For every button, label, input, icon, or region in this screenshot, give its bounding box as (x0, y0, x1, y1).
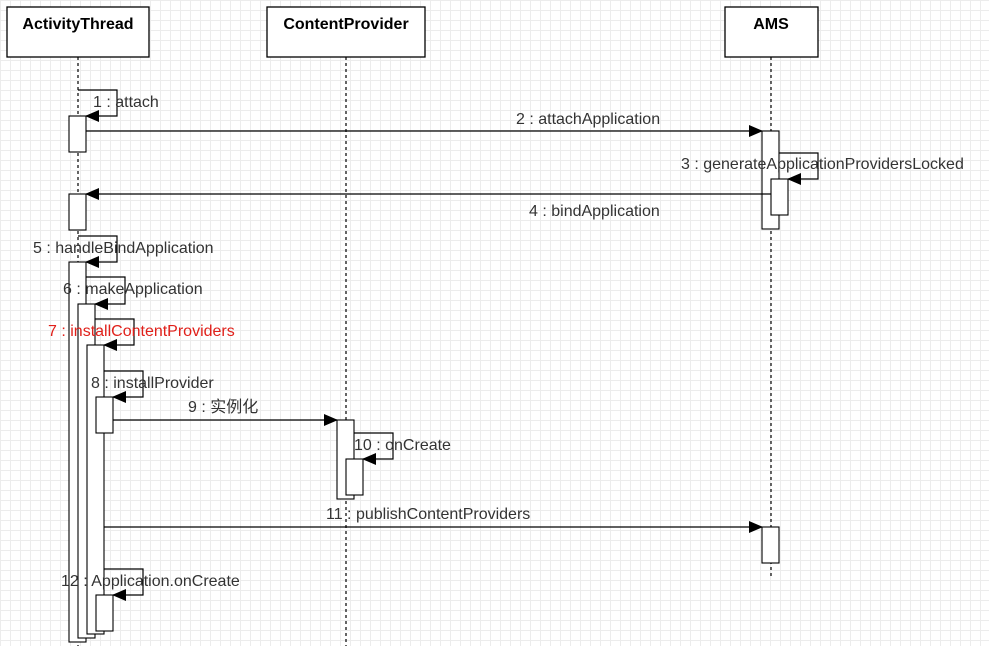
activation-bar[interactable] (770, 178, 789, 216)
message-label-install-content-providers: 7 : installContentProviders (48, 323, 235, 340)
message-arrow-make-application[interactable] (86, 276, 126, 310)
activation-bar[interactable] (95, 594, 114, 632)
lifeline-header-contentprovider[interactable]: ContentProvider (266, 6, 426, 58)
message-arrow-attach[interactable] (78, 89, 118, 122)
lifeline-header-ams[interactable]: AMS (724, 6, 819, 58)
message-arrow-install-content-providers[interactable] (95, 318, 135, 351)
message-label-generate-providers: 3 : generateApplicationProvidersLocked (681, 156, 964, 173)
message-label-attach: 1 : attach (93, 94, 159, 111)
activation-bar[interactable] (68, 115, 87, 153)
lifeline-title-ams: AMS (753, 16, 789, 33)
message-arrow-install-provider[interactable] (104, 370, 144, 403)
activation-bar[interactable] (68, 193, 87, 231)
message-arrow-handle-bind-application[interactable] (78, 235, 118, 268)
message-label-install-provider: 8 : installProvider (91, 375, 214, 392)
message-label-instantiate: 9 : 实例化 (188, 398, 258, 416)
message-label-publish-content-providers: 11 : publishContentProviders (326, 506, 530, 523)
activation-bar[interactable] (345, 458, 364, 496)
lifeline-header-activitythread[interactable]: ActivityThread (6, 6, 150, 58)
message-label-application-on-create: 12 : Application.onCreate (61, 573, 240, 590)
message-label-bind-application: 4 : bindApplication (529, 203, 660, 220)
message-label-handle-bind-application: 5 : handleBindApplication (33, 240, 214, 257)
message-label-attach-application: 2 : attachApplication (516, 111, 660, 128)
message-label-make-application: 6 : makeApplication (63, 281, 203, 298)
message-label-on-create: 10 : onCreate (354, 437, 451, 454)
lifeline-title-contentprovider: ContentProvider (283, 16, 408, 33)
activation-bar[interactable] (95, 396, 114, 434)
message-arrow-generate-providers[interactable] (779, 152, 819, 185)
message-arrow-application-on-create[interactable] (104, 568, 144, 601)
activation-bar[interactable] (761, 526, 780, 564)
message-arrow-on-create[interactable] (354, 432, 394, 465)
lifeline-title-activitythread: ActivityThread (22, 16, 133, 33)
